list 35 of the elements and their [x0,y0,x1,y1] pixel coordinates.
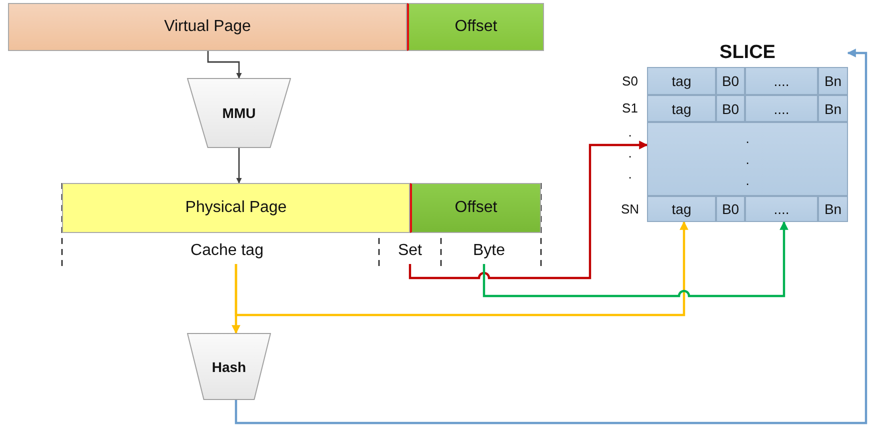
table-cell: .... [745,196,818,222]
table-cell: tag [647,196,716,222]
row-label: . [628,146,632,160]
row-label: . [628,124,632,140]
table-cell: Bn [818,196,848,222]
arrow [207,51,242,79]
arrow [482,221,788,298]
row-label: S1 [622,100,638,116]
row-label: . [628,166,632,182]
arrow [236,148,242,184]
hash-block: Hash [187,333,271,400]
table-cell: Bn [818,67,848,95]
table-cell: B0 [716,95,745,122]
table-cell: tag [647,67,716,95]
field-label: Cache tag [180,238,274,264]
physical-page-field: Physical Page [62,183,410,233]
table-cell: Bn [818,95,848,122]
arrow [234,221,688,316]
table-cell: .... [745,95,818,122]
offset-field: Offset [410,183,541,233]
mmu-block: MMU [187,78,291,148]
virtual-page-field: Virtual Page [8,3,407,51]
row-label: S0 [622,74,638,88]
arrow [234,48,868,424]
offset-field: Offset [407,3,544,51]
table-cell: B0 [716,67,745,95]
field-label: Set [386,238,434,264]
table-cell: B0 [716,196,745,222]
field-label: Byte [450,238,528,264]
arrow [408,140,648,280]
row-label: SN [620,202,640,216]
table-row-block: . . . [647,122,848,196]
table-cell: tag [647,95,716,122]
table-cell: .... [745,67,818,95]
table-title: SLICE [720,42,776,64]
